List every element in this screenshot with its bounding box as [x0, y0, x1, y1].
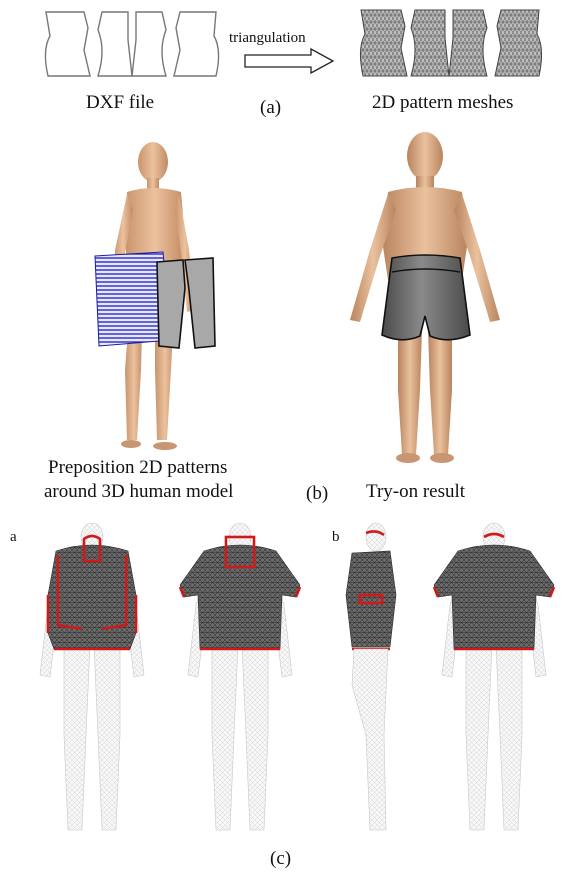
garment-wireframes [0, 525, 566, 855]
tryon-shorts [382, 255, 470, 340]
human-model-prepositioned [85, 140, 255, 470]
front-pattern-left [157, 260, 185, 348]
wireframe-figure-3 [346, 523, 396, 830]
mesh-piece-2 [411, 10, 449, 76]
mesh-piece-4 [495, 10, 542, 76]
panel-b: Preposition 2D patterns around 3D human … [0, 140, 566, 510]
panel-b-caption: (b) [306, 483, 328, 505]
dxf-pattern-piece-2 [98, 12, 132, 76]
wireframe-figure-4 [434, 523, 554, 830]
dxf-pattern-piece-1 [45, 12, 90, 76]
human-model-tryon [330, 130, 520, 470]
wireframe-figure-1 [40, 523, 144, 830]
tryon-caption: Try-on result [366, 481, 465, 503]
panel-c: a b [0, 525, 566, 874]
dxf-file-caption: DXF file [86, 92, 154, 114]
preposition-caption-line1: Preposition 2D patterns [48, 457, 227, 479]
panel-a-caption: (a) [260, 97, 281, 119]
preposition-caption-line2: around 3D human model [44, 481, 233, 503]
triangulation-arrow [243, 48, 335, 74]
mesh-piece-3 [449, 10, 487, 76]
pattern-meshes-caption: 2D pattern meshes [372, 92, 513, 114]
pattern-meshes [355, 8, 547, 80]
panel-a: triangulation DXF file (a) 2D pattern me… [0, 0, 566, 145]
dxf-pattern-outlines [40, 10, 225, 80]
dxf-pattern-piece-3 [132, 12, 166, 76]
dxf-pattern-piece-4 [174, 12, 219, 76]
triangulation-label: triangulation [229, 30, 306, 47]
mesh-piece-1 [360, 10, 407, 76]
panel-c-caption: (c) [270, 848, 291, 870]
wireframe-figure-2 [180, 523, 300, 830]
